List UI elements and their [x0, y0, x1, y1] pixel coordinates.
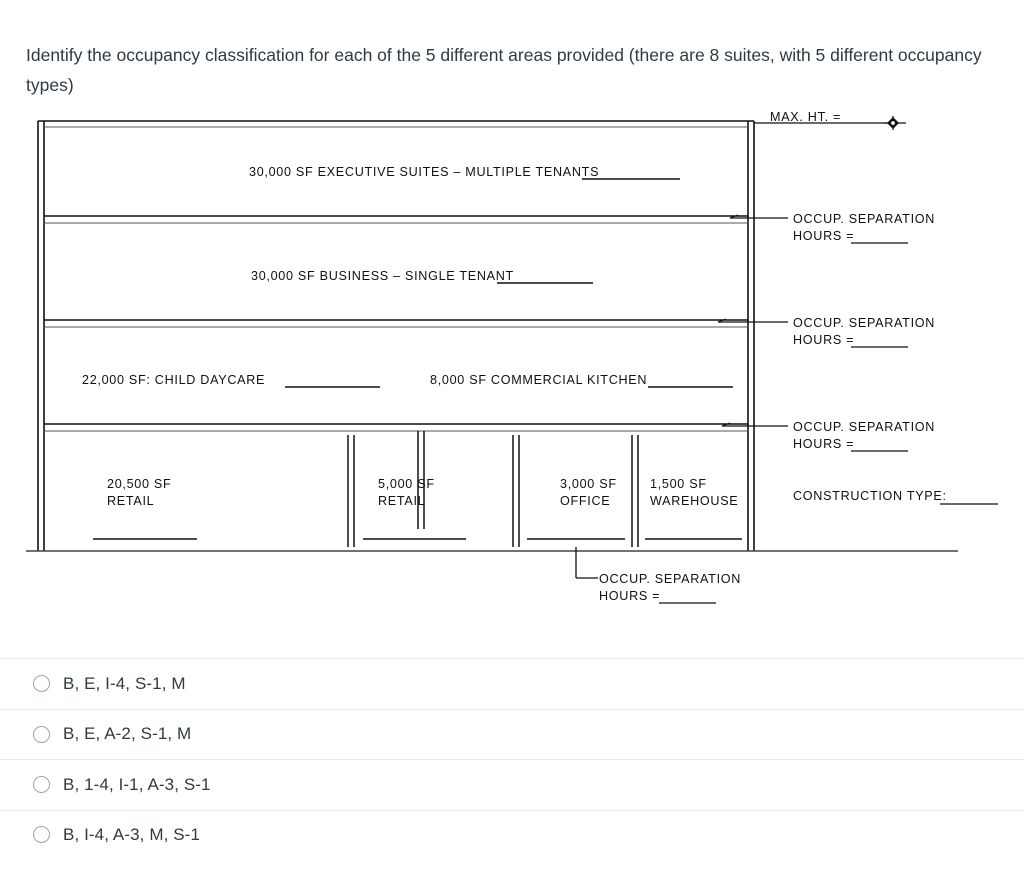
partition-retail-small-office — [512, 435, 520, 547]
suite-office-label-line1: 3,000 SF — [560, 477, 617, 491]
separation-callout-3-line2: HOURS = — [793, 437, 854, 451]
building-section-svg: MAX. HT. = 30,000 SF EXECUTIVE SUITES – … — [26, 110, 998, 604]
separation-callout-1-line2: HOURS = — [793, 229, 854, 243]
answer-option-c[interactable]: B, 1-4, I-1, A-3, S-1 — [0, 759, 1024, 810]
answer-option-d[interactable]: B, I-4, A-3, M, S-1 — [0, 809, 1024, 860]
separation-callout-3-line1: OCCUP. SEPARATION — [793, 420, 935, 434]
max-height-label: MAX. HT. = — [770, 110, 841, 124]
suite-office-label-line2: OFFICE — [560, 494, 610, 508]
suite-retail-small-label-line1: 5,000 SF — [378, 477, 435, 491]
radio-button-c[interactable] — [33, 776, 50, 794]
exterior-wall-left — [37, 121, 45, 551]
suite-warehouse-label-line2: WAREHOUSE — [650, 494, 738, 508]
separation-callout-ground-line1: OCCUP. SEPARATION — [599, 572, 741, 586]
answer-option-a[interactable]: B, E, I-4, S-1, M — [0, 658, 1024, 709]
answer-option-d-label: B, I-4, A-3, M, S-1 — [63, 824, 200, 844]
separation-callout-1-line1: OCCUP. SEPARATION — [793, 212, 935, 226]
max-height-elevation-marker — [887, 117, 899, 129]
roof-line — [38, 120, 754, 128]
separation-callout-ground: OCCUP. SEPARATION HOURS = — [575, 547, 741, 604]
suite-warehouse-label-line1: 1,500 SF — [650, 477, 707, 491]
separation-callout-ground-line2: HOURS = — [599, 589, 660, 603]
separation-callout-1: OCCUP. SEPARATION HOURS = — [729, 212, 935, 244]
suite-child-daycare-label: 22,000 SF: CHILD DAYCARE — [82, 373, 265, 387]
partition-office-warehouse — [631, 435, 639, 547]
radio-button-b[interactable] — [33, 725, 50, 743]
answer-option-b[interactable]: B, E, A-2, S-1, M — [0, 708, 1024, 760]
separation-callout-3: OCCUP. SEPARATION HOURS = — [721, 420, 935, 452]
answer-option-a-label: B, E, I-4, S-1, M — [63, 673, 186, 693]
construction-type-label: CONSTRUCTION TYPE: — [793, 489, 947, 503]
separation-callout-2: OCCUP. SEPARATION HOURS = — [717, 316, 935, 348]
radio-button-d[interactable] — [33, 826, 50, 844]
floor-line-4-3 — [44, 215, 748, 224]
suite-retail-small-label-line2: RETAIL — [378, 494, 425, 508]
suite-business-label: 30,000 SF BUSINESS – SINGLE TENANT — [251, 269, 514, 283]
floor-line-3-2 — [44, 319, 748, 328]
partition-daycare-kitchen — [417, 431, 425, 529]
question-stem: Identify the occupancy classification fo… — [26, 45, 982, 95]
exterior-wall-right — [747, 121, 755, 551]
suite-executive-label: 30,000 SF EXECUTIVE SUITES – MULTIPLE TE… — [249, 165, 599, 179]
separation-callout-2-line1: OCCUP. SEPARATION — [793, 316, 935, 330]
answer-option-b-label: B, E, A-2, S-1, M — [63, 724, 192, 744]
answer-option-c-label: B, 1-4, I-1, A-3, S-1 — [63, 774, 211, 794]
suite-commercial-kitchen-label: 8,000 SF COMMERCIAL KITCHEN — [430, 373, 647, 387]
construction-type-callout: CONSTRUCTION TYPE: — [793, 489, 998, 505]
answer-options-list: B, E, I-4, S-1, M B, E, A-2, S-1, M B, 1… — [0, 658, 1024, 860]
suite-retail-large-label-line2: RETAIL — [107, 494, 154, 508]
partition-retail-large-retail-small — [347, 435, 355, 547]
building-section-diagram: MAX. HT. = 30,000 SF EXECUTIVE SUITES – … — [0, 104, 1024, 634]
floor-line-2-1 — [44, 423, 748, 432]
suite-retail-large-label-line1: 20,500 SF — [107, 477, 171, 491]
radio-button-a[interactable] — [33, 675, 50, 693]
separation-callout-2-line2: HOURS = — [793, 333, 854, 347]
